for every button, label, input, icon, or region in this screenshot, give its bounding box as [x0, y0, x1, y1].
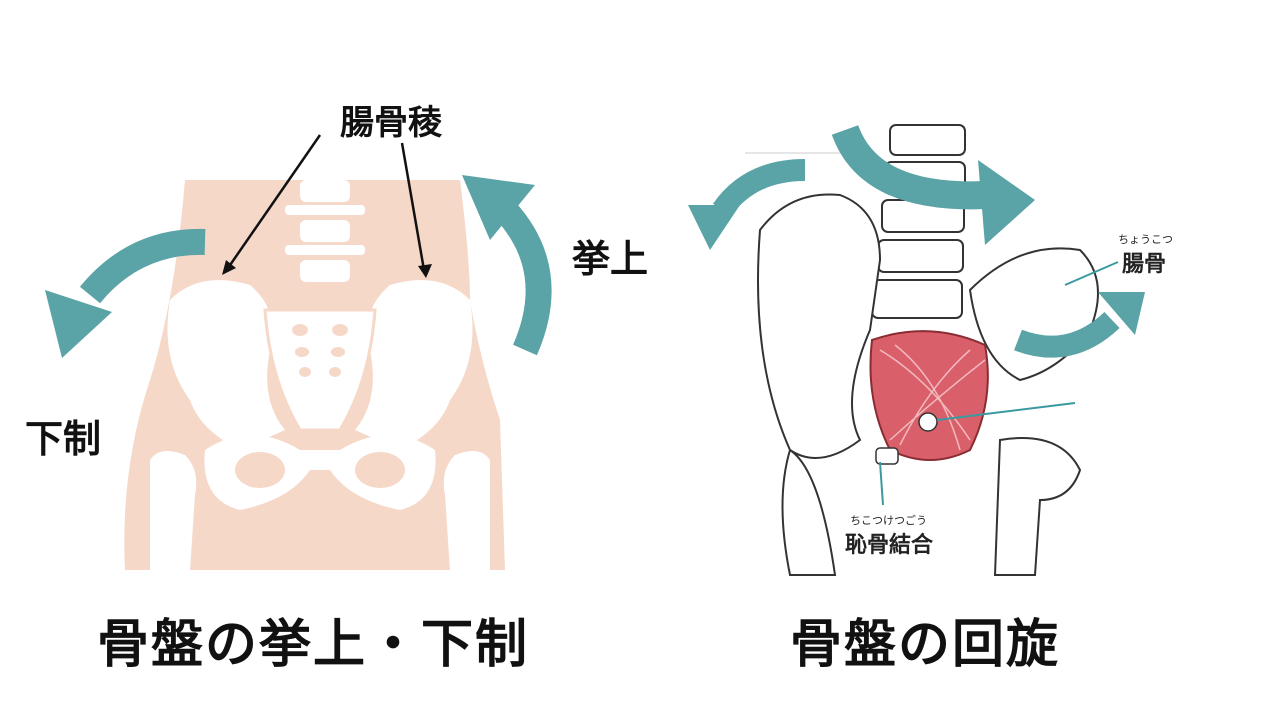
left-caption: 骨盤の挙上・下制 [97, 615, 530, 675]
iliac-crest-label: 腸骨稜 [340, 103, 442, 143]
left-ilium [167, 280, 285, 450]
elevation-label: 挙上 [572, 237, 649, 281]
symphysis-pointer [879, 461, 884, 506]
pelvis-front-illustration [45, 134, 552, 570]
muscle-pointer [936, 402, 1076, 421]
right-ilium [355, 280, 473, 450]
pointer-line-left [226, 134, 322, 269]
right-ilium [968, 247, 1099, 382]
right-caption: 骨盤の回旋 [790, 615, 1061, 675]
spine [871, 124, 966, 319]
right-panel: ちょうこつ 腸骨 ちこつけつごう 恥骨結合 骨盤の回旋 [640, 0, 1280, 720]
ilium-pointer [1064, 261, 1119, 286]
right-femur [993, 437, 1082, 576]
pubic-symphysis [875, 447, 899, 465]
spine [285, 180, 365, 282]
rotation-arrow-right [1014, 311, 1120, 358]
depression-label: 下制 [25, 417, 102, 461]
pelvis-oblique-illustration [688, 124, 1145, 576]
left-femur [150, 451, 197, 570]
symphysis-ruby: ちこつけつごう [850, 514, 927, 527]
pointer-line-right [400, 142, 426, 271]
ilium-ruby: ちょうこつ [1118, 233, 1173, 246]
symphysis-label: 恥骨結合 [845, 533, 934, 558]
sacral-foramina [292, 324, 348, 377]
rotation-arrow-top [831, 124, 986, 210]
depression-arrow [79, 228, 206, 304]
left-panel: 腸骨稜 挙上 下制 骨盤の挙上・下制 [25, 103, 648, 675]
sacrum [263, 308, 377, 432]
left-ilium [757, 193, 882, 459]
elevation-arrow [495, 201, 552, 356]
left-femur [781, 448, 837, 576]
ilium-label: 腸骨 [1122, 252, 1167, 277]
rotation-arrow-left [712, 159, 806, 217]
right-femur [443, 451, 490, 570]
